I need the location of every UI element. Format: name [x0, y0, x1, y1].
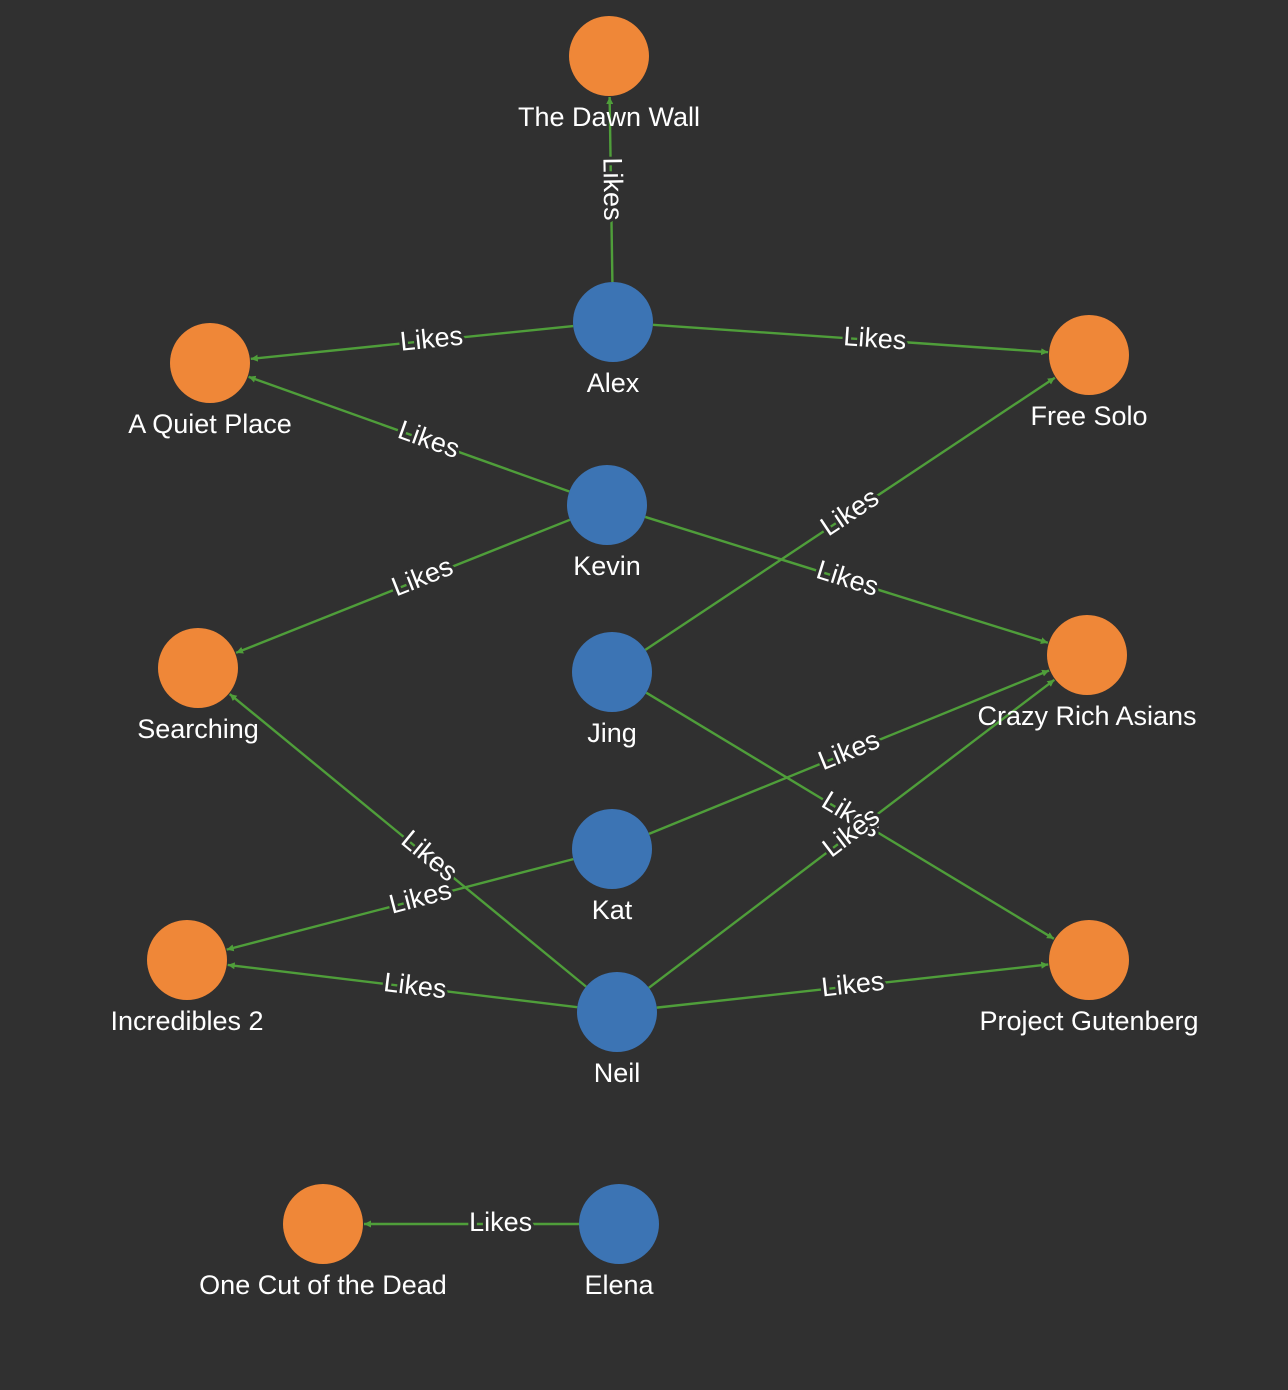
node-kat[interactable]: Kat — [572, 809, 652, 925]
edge-kevin-quiet_place[interactable] — [248, 375, 570, 493]
edge-kevin-crazy_rich[interactable] — [644, 515, 1049, 645]
edge-label-alex-quiet_place: Likes — [399, 320, 465, 356]
person-node-circle[interactable] — [579, 1184, 659, 1264]
node-kevin[interactable]: Kevin — [567, 465, 647, 581]
movie-node-circle[interactable] — [158, 628, 238, 708]
node-neil[interactable]: Neil — [577, 972, 657, 1088]
node-one-cut[interactable]: One Cut of the Dead — [199, 1184, 447, 1300]
movie-node-circle[interactable] — [1049, 920, 1129, 1000]
movie-node-circle[interactable] — [283, 1184, 363, 1264]
node-label: Jing — [587, 718, 637, 748]
person-node-circle[interactable] — [572, 632, 652, 712]
edge-label-alex-free_solo: Likes — [842, 321, 907, 355]
node-label: The Dawn Wall — [518, 102, 700, 132]
edge-alex-quiet_place[interactable] — [250, 324, 574, 362]
edge-alex-dawn_wall[interactable] — [606, 96, 614, 283]
node-gutenberg[interactable]: Project Gutenberg — [979, 920, 1199, 1036]
edge-label-jing-free_solo: Likes — [815, 482, 884, 542]
edge-label-alex-dawn_wall: Likes — [597, 157, 628, 220]
node-incredibles[interactable]: Incredibles 2 — [110, 920, 264, 1036]
edge-neil-searching[interactable] — [228, 693, 587, 988]
edge-kat-crazy_rich[interactable] — [648, 669, 1050, 835]
edge-label-elena-one_cut: Likes — [469, 1207, 532, 1237]
movie-node-circle[interactable] — [569, 16, 649, 96]
person-node-circle[interactable] — [572, 809, 652, 889]
node-alex[interactable]: Alex — [573, 282, 653, 398]
edge-label-kevin-quiet_place: Likes — [394, 415, 463, 464]
node-label: Free Solo — [1030, 401, 1147, 431]
edge-kat-incredibles[interactable] — [226, 857, 574, 952]
node-crazy-rich[interactable]: Crazy Rich Asians — [977, 615, 1197, 731]
movie-node-circle[interactable] — [1049, 315, 1129, 395]
node-jing[interactable]: Jing — [572, 632, 652, 748]
node-label: Project Gutenberg — [979, 1006, 1198, 1036]
edge-label-kat-crazy_rich: Likes — [814, 724, 884, 776]
movie-node-circle[interactable] — [170, 323, 250, 403]
node-searching[interactable]: Searching — [137, 628, 259, 744]
node-label: Kat — [592, 895, 633, 925]
node-label: Alex — [587, 368, 640, 398]
person-node-circle[interactable] — [577, 972, 657, 1052]
edge-label-neil-gutenberg: Likes — [820, 966, 886, 1003]
node-free-solo[interactable]: Free Solo — [1030, 315, 1148, 431]
node-dawn-wall[interactable]: The Dawn Wall — [518, 16, 700, 132]
node-label: Neil — [594, 1058, 641, 1088]
node-label: Searching — [137, 714, 259, 744]
node-label: Crazy Rich Asians — [977, 701, 1196, 731]
person-node-circle[interactable] — [573, 282, 653, 362]
node-label: A Quiet Place — [128, 409, 292, 439]
edge-label-kevin-searching: Likes — [387, 551, 457, 602]
edges-layer — [226, 96, 1056, 1228]
edge-neil-gutenberg[interactable] — [656, 961, 1049, 1009]
node-label: One Cut of the Dead — [199, 1270, 447, 1300]
node-elena[interactable]: Elena — [579, 1184, 659, 1300]
edge-jing-free_solo[interactable] — [644, 376, 1056, 651]
edge-neil-crazy_rich[interactable] — [648, 678, 1056, 989]
edge-label-neil-incredibles: Likes — [382, 967, 448, 1004]
edge-kevin-searching[interactable] — [235, 518, 571, 654]
node-label: Elena — [584, 1270, 654, 1300]
edge-label-kevin-crazy_rich: Likes — [813, 554, 882, 601]
edge-jing-gutenberg[interactable] — [645, 691, 1055, 940]
movie-node-circle[interactable] — [1047, 615, 1127, 695]
movie-node-circle[interactable] — [147, 920, 227, 1000]
edge-alex-free_solo[interactable] — [652, 323, 1049, 356]
node-label: Kevin — [573, 551, 641, 581]
edge-neil-incredibles[interactable] — [227, 962, 578, 1009]
node-label: Incredibles 2 — [110, 1006, 263, 1036]
node-quiet-place[interactable]: A Quiet Place — [128, 323, 292, 439]
person-node-circle[interactable] — [567, 465, 647, 545]
